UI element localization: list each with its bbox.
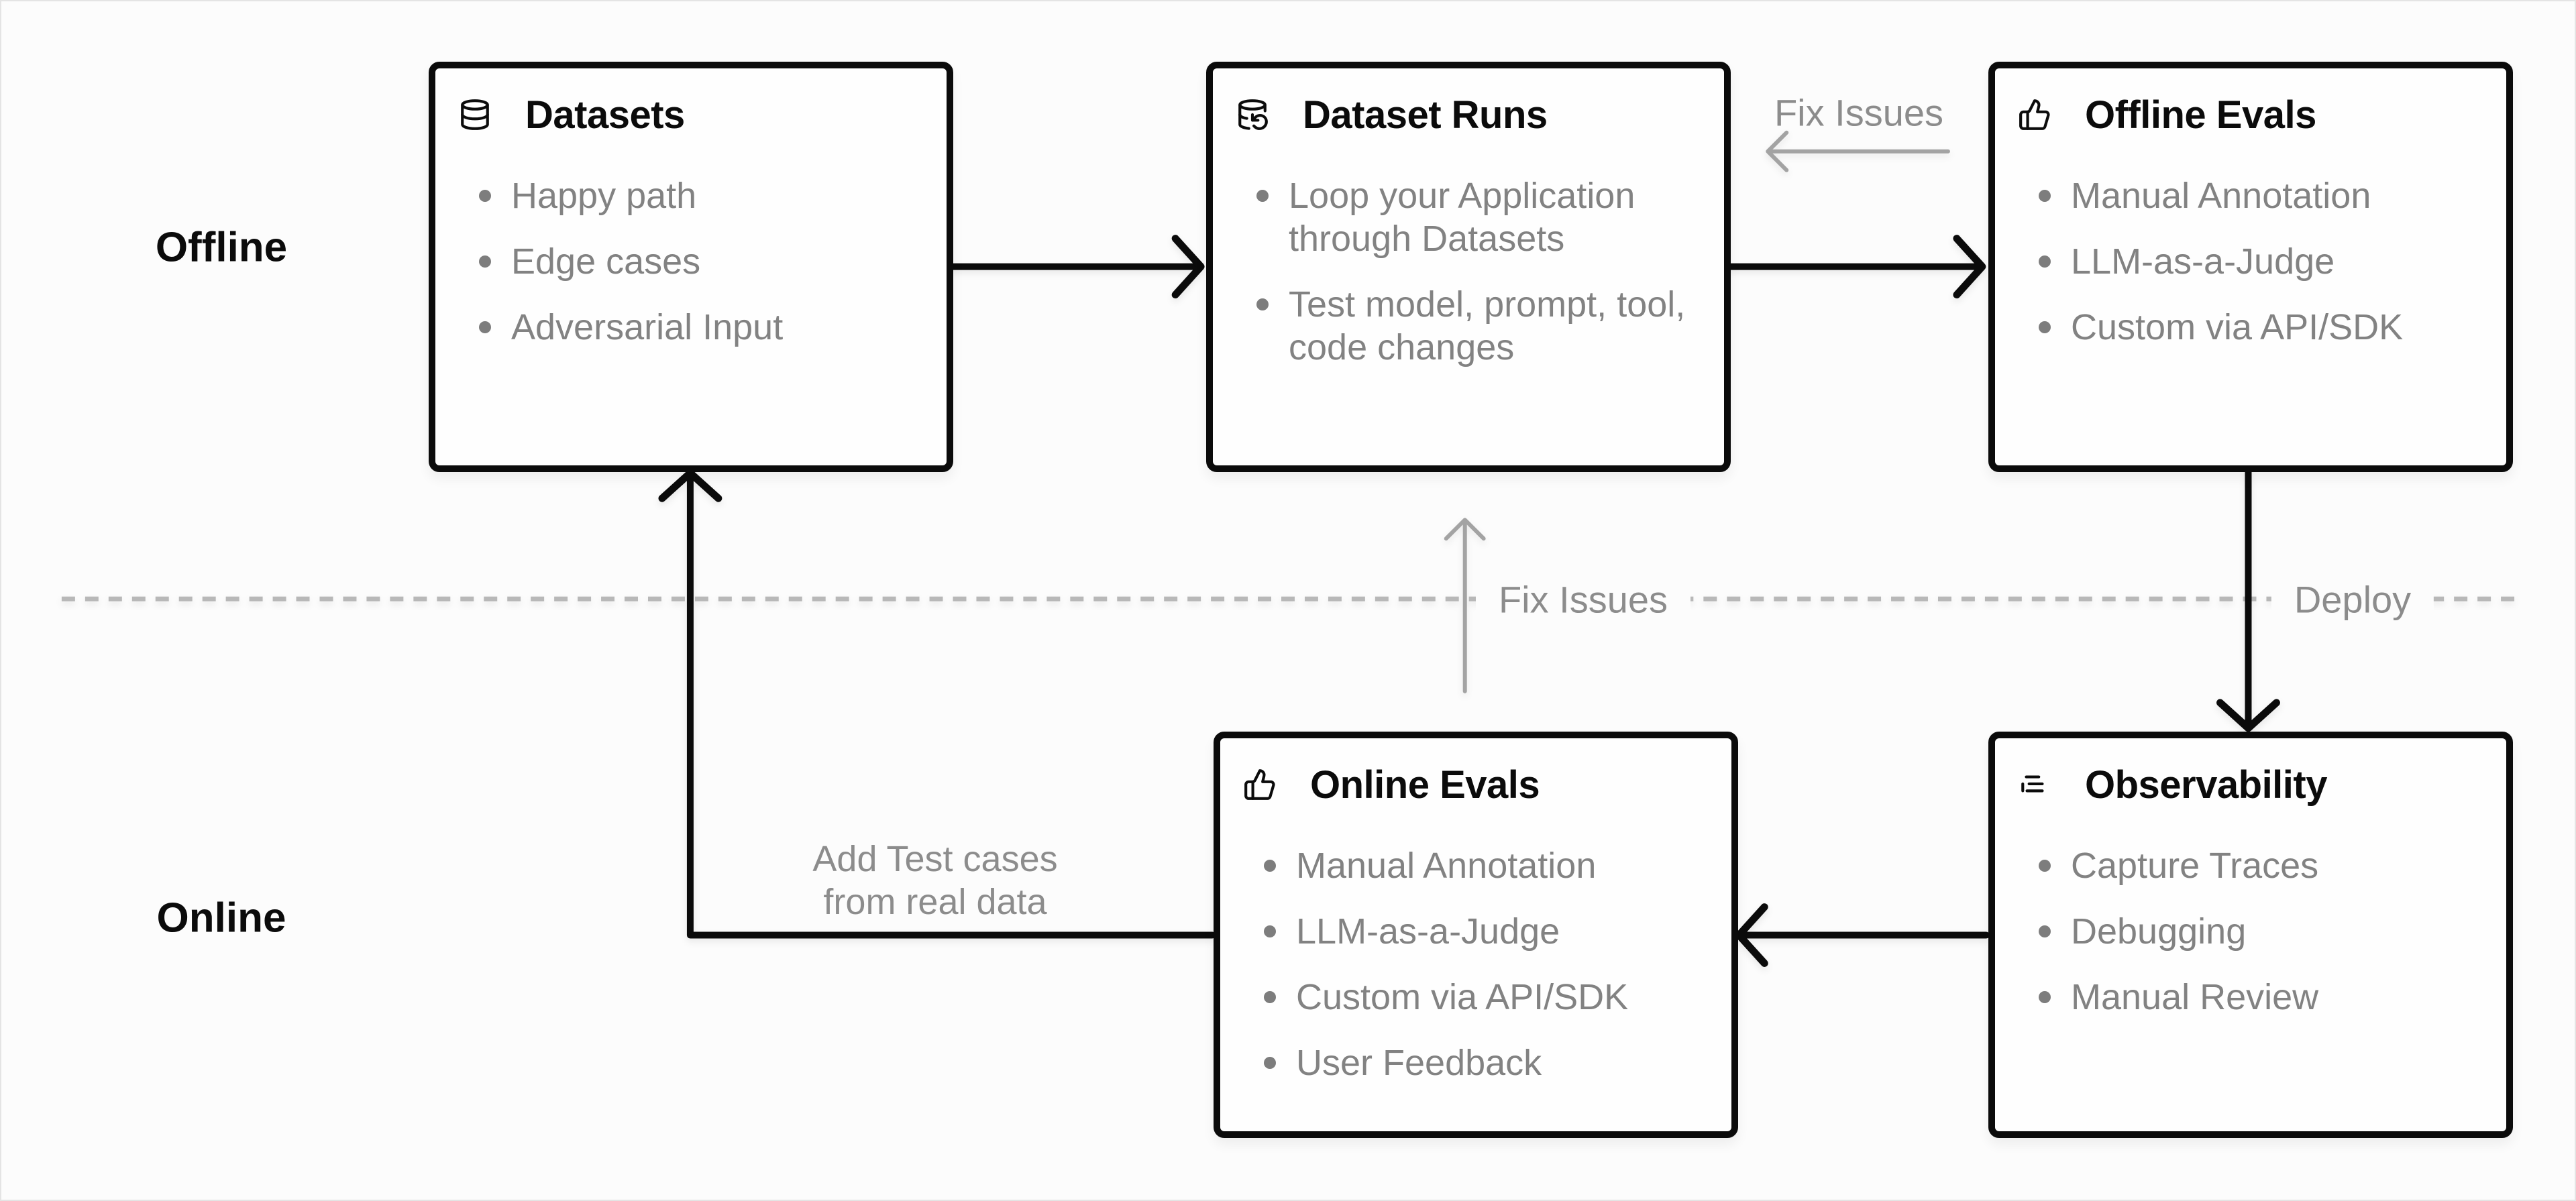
list-item-label: Capture Traces	[2071, 846, 2319, 886]
offline-evals-box-title: Offline Evals	[2085, 93, 2316, 137]
bullet-dot	[2039, 255, 2051, 268]
dataset-runs-to-offline-evals-arrow	[1725, 235, 1986, 299]
bullet-dot	[1256, 190, 1269, 202]
offline-evals-box: Offline Evals Manual Annotation LLM-as-a…	[1988, 62, 2513, 472]
observability-box-list: Capture Traces Debugging Manual Review	[2018, 844, 2483, 1019]
online-evals-box-header: Online Evals	[1243, 762, 1709, 807]
list-item-label: Custom via API/SDK	[1296, 977, 1629, 1017]
add-test-cases-label-line2: from real data	[823, 882, 1047, 922]
list-item: Loop your Application through Datasets	[1236, 174, 1701, 260]
list-item-label: User Feedback	[1296, 1043, 1542, 1083]
online-evals-box: Online Evals Manual Annotation LLM-as-a-…	[1214, 732, 1738, 1138]
list-item: Capture Traces	[2018, 844, 2483, 887]
observability-to-online-evals-arrow	[1735, 903, 1990, 967]
datasets-box-title: Datasets	[525, 93, 685, 137]
bullet-dot	[2039, 190, 2051, 202]
bullet-dot	[1264, 991, 1276, 1003]
list-item-label: Adversarial Input	[511, 307, 784, 347]
list-item: Happy path	[458, 174, 924, 217]
fix-issues-mid-label: Fix Issues	[1475, 573, 1691, 626]
observability-box: Observability Capture Traces Debugging M…	[1988, 732, 2513, 1138]
add-test-cases-label: Add Test cases from real data	[812, 838, 1057, 923]
bullet-dot	[2039, 321, 2051, 333]
database-icon	[458, 98, 492, 131]
list-item: Debugging	[2018, 910, 2483, 953]
database-backup-icon	[1236, 98, 1269, 131]
list-item-label: Custom via API/SDK	[2071, 307, 2404, 347]
list-item-label: Happy path	[511, 176, 697, 216]
bullet-dot	[1264, 860, 1276, 872]
list-item-label: LLM-as-a-Judge	[1296, 911, 1560, 952]
online-section-label: Online	[156, 895, 286, 941]
datasets-box-list: Happy path Edge cases Adversarial Input	[458, 174, 924, 349]
list-item: Custom via API/SDK	[2018, 306, 2483, 349]
fix-issues-top-arrow	[1766, 130, 1950, 172]
list-item: Manual Annotation	[1243, 844, 1709, 887]
add-test-cases-label-line1: Add Test cases	[812, 839, 1058, 879]
list-item: User Feedback	[1243, 1041, 1709, 1084]
offline-section-label: Offline	[155, 224, 288, 271]
fix-issues-vertical-arrow	[1444, 518, 1486, 693]
online-evals-box-list: Manual Annotation LLM-as-a-Judge Custom …	[1243, 844, 1709, 1084]
dataset-runs-box-title: Dataset Runs	[1303, 93, 1548, 137]
online-evals-to-datasets-arrow	[658, 469, 1216, 939]
list-item: Manual Annotation	[2018, 174, 2483, 217]
datasets-box-header: Datasets	[458, 93, 924, 137]
list-item: Custom via API/SDK	[1243, 976, 1709, 1019]
observability-box-header: Observability	[2018, 762, 2483, 807]
logs-icon	[2018, 768, 2051, 801]
bullet-dot	[1256, 298, 1269, 310]
offline-evals-box-header: Offline Evals	[2018, 93, 2483, 137]
datasets-to-dataset-runs-arrow	[949, 235, 1205, 299]
offline-evals-to-observability-arrow	[2216, 468, 2280, 732]
list-item: Test model, prompt, tool, code changes	[1236, 283, 1701, 369]
bullet-dot	[1264, 925, 1276, 937]
dataset-runs-box-list: Loop your Application through Datasets T…	[1236, 174, 1701, 369]
bullet-dot	[2039, 991, 2051, 1003]
bullet-dot	[1264, 1057, 1276, 1069]
list-item: Adversarial Input	[458, 306, 924, 349]
dataset-runs-box-header: Dataset Runs	[1236, 93, 1701, 137]
list-item-label: Loop your Application through Datasets	[1289, 176, 1635, 259]
list-item-label: Manual Review	[2071, 977, 2319, 1017]
list-item-label: LLM-as-a-Judge	[2071, 241, 2335, 282]
list-item-label: Edge cases	[511, 241, 701, 282]
list-item: Edge cases	[458, 240, 924, 283]
bullet-dot	[2039, 925, 2051, 937]
thumbs-up-icon	[2018, 98, 2051, 131]
list-item-label: Test model, prompt, tool, code changes	[1289, 284, 1686, 367]
bullet-dot	[479, 321, 491, 333]
list-item: LLM-as-a-Judge	[2018, 240, 2483, 283]
observability-box-title: Observability	[2085, 762, 2327, 807]
bullet-dot	[2039, 860, 2051, 872]
deploy-label: Deploy	[2271, 573, 2434, 626]
fix-issues-top-label: Fix Issues	[1774, 91, 1944, 134]
list-item-label: Manual Annotation	[1296, 846, 1597, 886]
bullet-dot	[479, 255, 491, 268]
thumbs-up-icon	[1243, 768, 1277, 801]
offline-evals-box-list: Manual Annotation LLM-as-a-Judge Custom …	[2018, 174, 2483, 349]
dataset-runs-box: Dataset Runs Loop your Application throu…	[1206, 62, 1731, 472]
list-item-label: Manual Annotation	[2071, 176, 2371, 216]
online-evals-box-title: Online Evals	[1310, 762, 1540, 807]
list-item: LLM-as-a-Judge	[1243, 910, 1709, 953]
bullet-dot	[479, 190, 491, 202]
datasets-box: Datasets Happy path Edge cases Adversari…	[429, 62, 953, 472]
list-item: Manual Review	[2018, 976, 2483, 1019]
list-item-label: Debugging	[2071, 911, 2247, 952]
